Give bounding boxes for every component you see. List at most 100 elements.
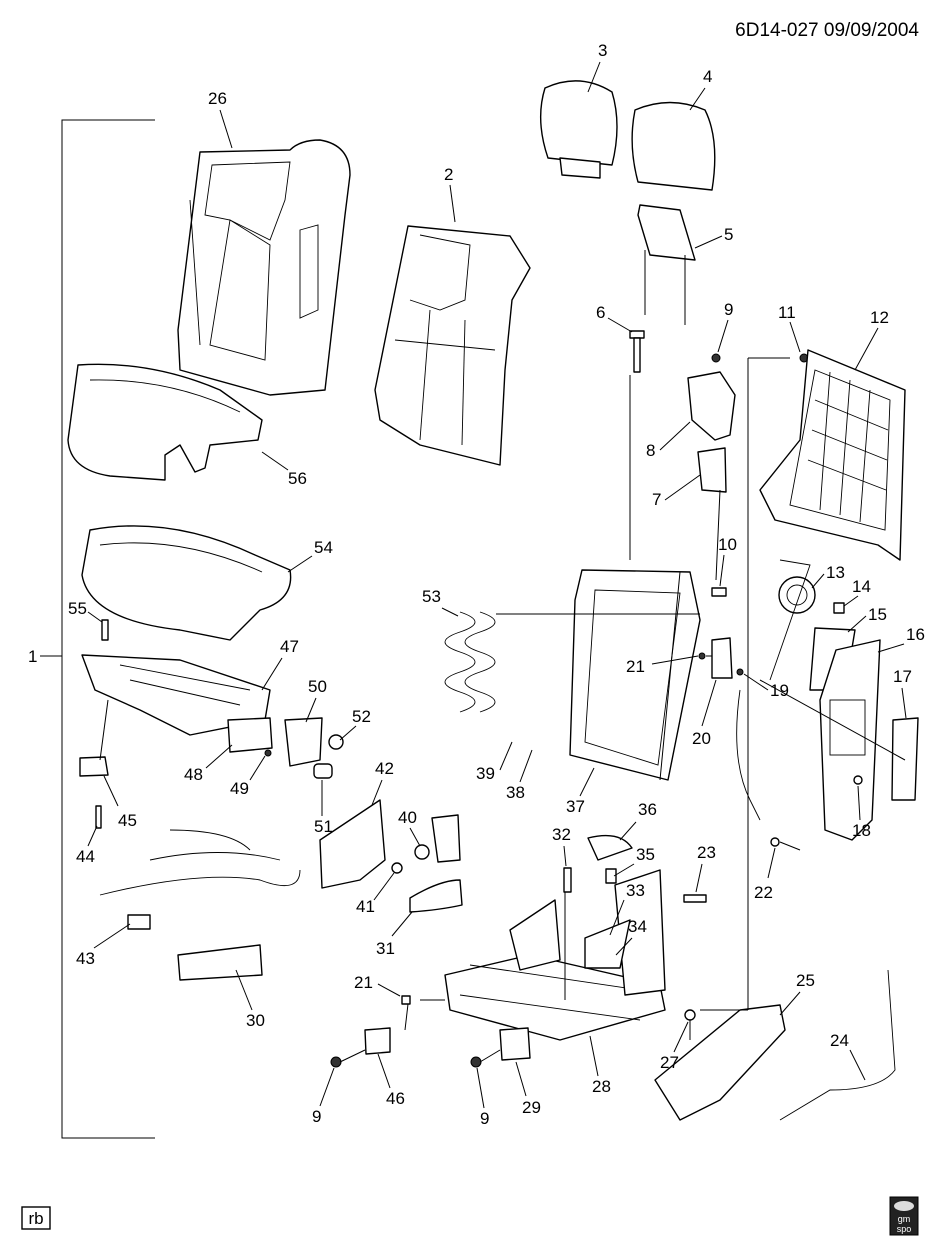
seat-cushion-cover <box>81 525 292 641</box>
callout-26: 26 <box>208 89 227 108</box>
guide-post <box>629 330 645 373</box>
svg-text:rb: rb <box>28 1209 43 1228</box>
screw-9-left <box>330 1056 342 1068</box>
callout-4: 4 <box>703 67 712 86</box>
cable-24 <box>779 969 896 1121</box>
callout-29: 29 <box>522 1098 541 1117</box>
callout-49: 49 <box>230 779 249 798</box>
assembly-bracket <box>40 119 155 1139</box>
callout-40: 40 <box>398 808 417 827</box>
callout-10: 10 <box>718 535 737 554</box>
callout-42: 42 <box>375 759 394 778</box>
callout-5: 5 <box>724 225 733 244</box>
callout-35: 35 <box>636 845 655 864</box>
callout-13: 13 <box>826 563 845 582</box>
svg-text:gm: gm <box>898 1214 911 1224</box>
callout-25: 25 <box>796 971 815 990</box>
bolt-23 <box>683 894 707 903</box>
callout-33: 33 <box>626 881 645 900</box>
clip-46 <box>364 1027 391 1055</box>
latch-7 <box>697 447 727 493</box>
callout-54: 54 <box>314 538 333 557</box>
callout-24: 24 <box>830 1031 849 1050</box>
gm-spo-logo: gm spo <box>889 1196 919 1236</box>
callout-9-left: 9 <box>312 1107 321 1126</box>
screw-9-mid <box>470 1056 482 1068</box>
seat-pan-47 <box>81 654 271 736</box>
callout-6: 6 <box>596 303 605 322</box>
rb-box: rb <box>21 1206 51 1230</box>
callout-31: 31 <box>376 939 395 958</box>
bracket-50 <box>284 717 323 767</box>
nut-21-bottom <box>401 995 411 1005</box>
callout-46: 46 <box>386 1089 405 1108</box>
side-shield-16 <box>819 639 881 841</box>
callout-28: 28 <box>592 1077 611 1096</box>
callout-32: 32 <box>552 825 571 844</box>
module-48 <box>227 717 273 753</box>
callout-50: 50 <box>308 677 327 696</box>
lower-back-panel <box>67 363 263 481</box>
callout-2: 2 <box>444 165 453 184</box>
cover-36 <box>587 834 633 861</box>
callout-56: 56 <box>288 469 307 488</box>
callout-1: 1 <box>28 647 37 666</box>
bezel-17 <box>891 717 919 801</box>
seat-adjuster-28 <box>444 869 666 1041</box>
callout-47: 47 <box>280 637 299 656</box>
callout-20: 20 <box>692 729 711 748</box>
callout-52: 52 <box>352 707 371 726</box>
clip-14 <box>833 602 845 614</box>
callout-48: 48 <box>184 765 203 784</box>
callout-39: 39 <box>476 764 495 783</box>
clip-45 <box>79 756 109 777</box>
callout-11: 11 <box>778 303 796 322</box>
callout-55: 55 <box>68 599 87 618</box>
buckle-31 <box>409 814 463 913</box>
retractor-13 <box>769 559 816 681</box>
trim-cover-8 <box>687 371 736 441</box>
callout-7: 7 <box>652 490 661 509</box>
callout-41: 41 <box>356 897 375 916</box>
belt-webbing <box>736 689 761 821</box>
callout-labels: 1 2 3 4 5 6 7 8 9 9 9 10 11 12 13 14 15 … <box>28 41 925 1128</box>
callout-17: 17 <box>893 667 912 686</box>
relationship-lines <box>99 357 906 1063</box>
pushpin-41 <box>391 862 403 874</box>
callout-38: 38 <box>506 783 525 802</box>
callout-37: 37 <box>566 797 585 816</box>
callout-8: 8 <box>646 441 655 460</box>
callout-44: 44 <box>76 847 95 866</box>
seat-back-cover <box>177 139 351 396</box>
callout-22: 22 <box>754 883 773 902</box>
diagram-code: 6D14-027 09/09/2004 <box>735 20 919 41</box>
knob-52 <box>328 734 344 750</box>
screw-9-top <box>711 353 721 363</box>
callout-43: 43 <box>76 949 95 968</box>
callout-34: 34 <box>628 917 647 936</box>
callout-16: 16 <box>906 625 925 644</box>
bracket-20 <box>711 637 733 679</box>
headrest-4 <box>631 101 716 191</box>
svg-text:spo: spo <box>897 1224 912 1234</box>
headrest-3 <box>539 80 618 179</box>
seat-back-pad <box>374 225 531 466</box>
module-29 <box>499 1027 531 1061</box>
pushpin-18 <box>853 775 863 785</box>
screw-55 <box>101 619 109 641</box>
pin-35 <box>605 868 617 884</box>
harness-43 <box>99 829 301 930</box>
callout-3: 3 <box>598 41 607 60</box>
callout-9-top: 9 <box>724 300 733 319</box>
callout-12: 12 <box>870 308 889 327</box>
seat-back-frame <box>569 569 701 781</box>
bolt-32 <box>563 867 572 893</box>
callout-21-bottom: 21 <box>354 973 373 992</box>
callout-23: 23 <box>697 843 716 862</box>
back-panel <box>759 349 906 561</box>
callout-30: 30 <box>246 1011 265 1030</box>
clip-44 <box>95 805 102 829</box>
callout-53: 53 <box>422 587 441 606</box>
screw-49 <box>264 749 272 757</box>
nut-40 <box>414 844 430 860</box>
